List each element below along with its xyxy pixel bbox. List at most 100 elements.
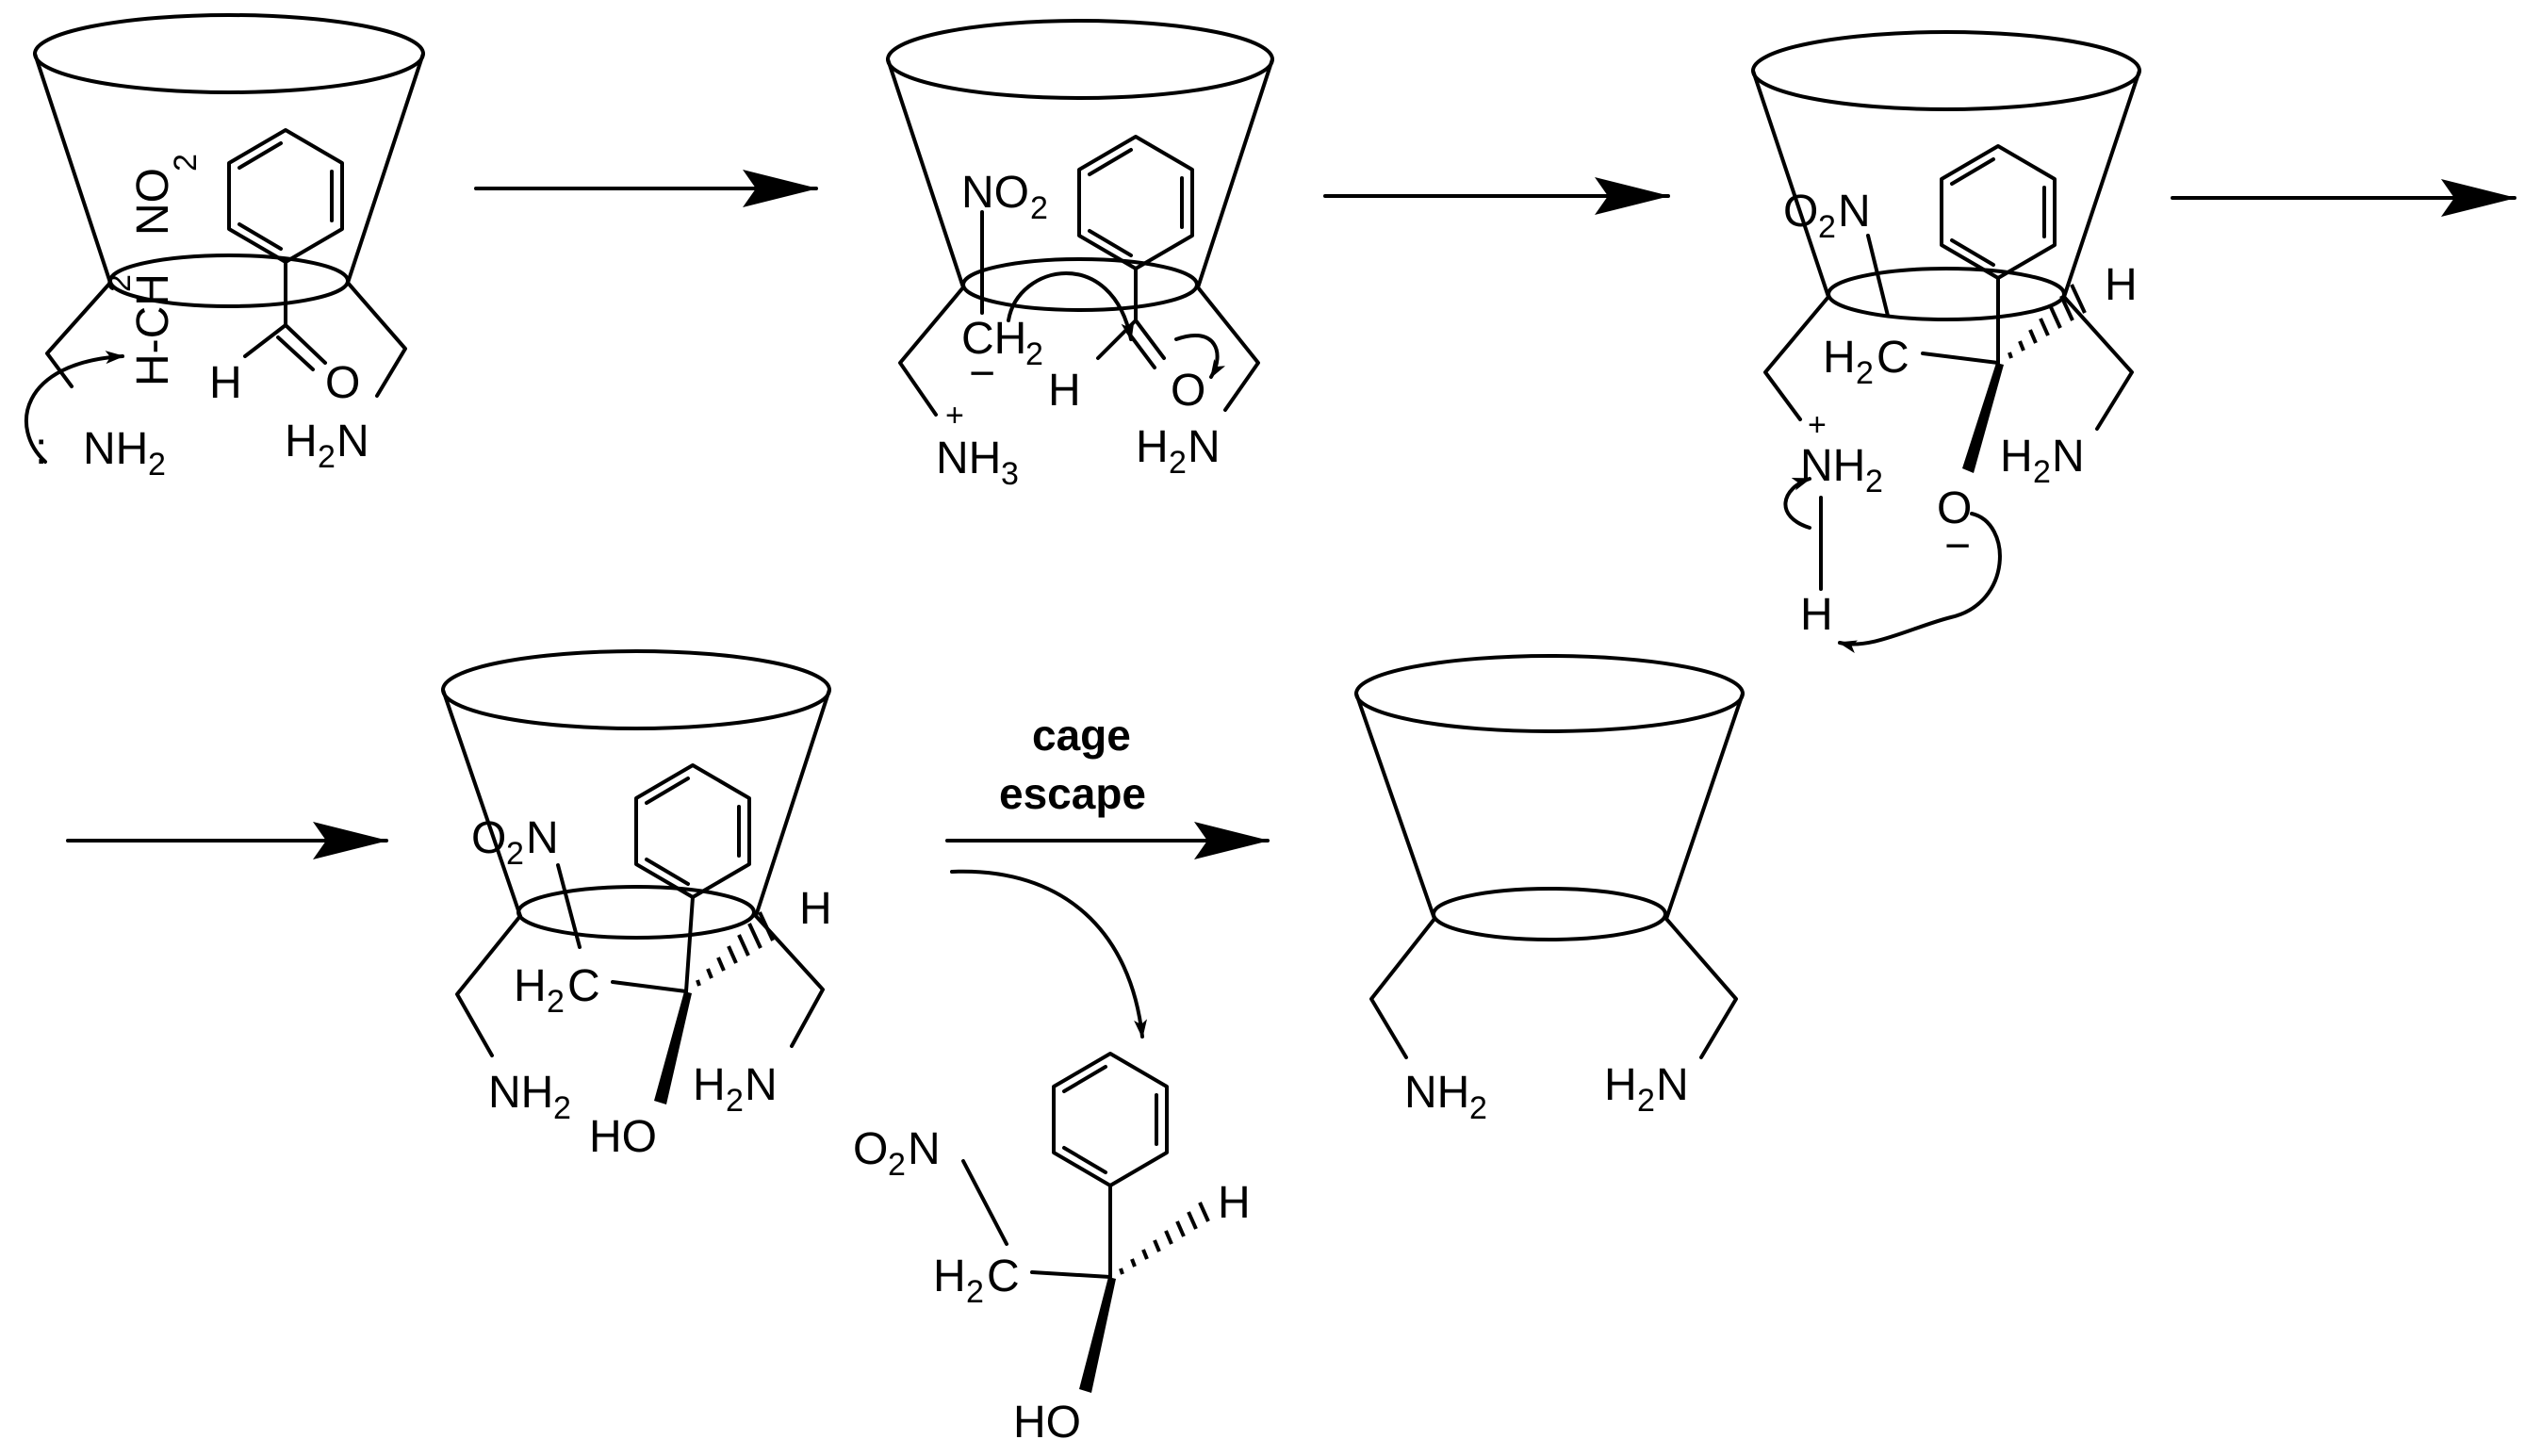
benzene-ring-3 xyxy=(1940,144,2057,280)
svg-text:N: N xyxy=(526,813,559,863)
structure-4: O 2 N H 2 C H NH 2 H 2 N HO xyxy=(441,649,832,1162)
curved-arrow-3b xyxy=(1838,512,2002,654)
label-o: O xyxy=(325,358,360,408)
bold-wedge-4 xyxy=(654,991,692,1104)
label-ch2-2: CH 2 − xyxy=(961,314,1043,399)
svg-text:+: + xyxy=(945,398,964,434)
benzene-ring-product xyxy=(1052,1052,1169,1187)
label-h: H xyxy=(1218,1178,1251,1228)
label-o2n-4: O 2 N xyxy=(471,813,559,872)
label-h: H xyxy=(209,358,242,408)
svg-text:C: C xyxy=(987,1252,1020,1301)
svg-text:H: H xyxy=(693,1060,726,1110)
svg-text:−: − xyxy=(1944,521,1971,571)
svg-text:O: O xyxy=(471,813,506,863)
structure-3: O 2 N H 2 C H + NH 2 H 2 N O − H xyxy=(1751,30,2141,654)
svg-text:2: 2 xyxy=(1030,190,1048,226)
label-ho: HO xyxy=(1013,1398,1081,1448)
label-h: H xyxy=(799,884,832,934)
svg-text:N: N xyxy=(908,1124,941,1174)
cyclodextrin-cage-3 xyxy=(1751,30,2141,321)
benzene-ring-2 xyxy=(1077,135,1194,270)
label-h: H xyxy=(2105,260,2138,310)
svg-text:H: H xyxy=(514,961,547,1011)
curved-arrow-2a xyxy=(1007,271,1135,341)
label-h2n-3: H 2 N xyxy=(2000,432,2085,490)
svg-text:C: C xyxy=(1877,333,1909,383)
curved-arrow-3a xyxy=(1783,477,1811,530)
label-nh2-1: : NH 2 xyxy=(35,424,166,483)
curved-arrow-escape xyxy=(950,869,1147,1039)
svg-text:2: 2 xyxy=(888,1147,906,1183)
svg-text:N: N xyxy=(336,417,369,466)
svg-text:CH: CH xyxy=(961,314,1026,364)
svg-text:NH: NH xyxy=(83,424,148,474)
label-h2n-5: H 2 N xyxy=(1604,1060,1689,1119)
svg-text:O: O xyxy=(1937,483,1972,533)
svg-text:2: 2 xyxy=(1469,1090,1487,1126)
label-no2-2: NO 2 xyxy=(961,168,1048,226)
svg-text:2: 2 xyxy=(168,154,204,172)
svg-text:H: H xyxy=(1604,1060,1637,1110)
cage-escape-arrow: cage escape xyxy=(945,711,1270,1039)
svg-text:H: H xyxy=(933,1252,966,1301)
svg-text:NH: NH xyxy=(488,1068,553,1118)
svg-text:2: 2 xyxy=(148,447,166,483)
label-h2n-1: H 2 N xyxy=(285,417,369,475)
svg-text:2: 2 xyxy=(1818,209,1836,245)
svg-text:2: 2 xyxy=(1856,355,1874,391)
label-o2n-product: O 2 N xyxy=(853,1124,941,1183)
svg-text:2: 2 xyxy=(1637,1083,1655,1119)
product-nitroalcohol: O 2 N H 2 C H HO xyxy=(853,1052,1251,1448)
svg-text:−: − xyxy=(969,349,995,399)
svg-text:2: 2 xyxy=(2033,454,2051,490)
bold-wedge-3 xyxy=(1962,363,2004,473)
label-h2n-4: H 2 N xyxy=(693,1060,778,1119)
svg-text:N: N xyxy=(2052,432,2085,482)
svg-text:+: + xyxy=(1808,407,1827,443)
svg-text:2: 2 xyxy=(318,439,336,475)
svg-text:NH: NH xyxy=(936,434,1001,483)
benzene-ring-4 xyxy=(634,763,751,899)
svg-text:N: N xyxy=(1838,187,1871,237)
label-h: H xyxy=(1800,590,1833,640)
svg-text:H: H xyxy=(1136,422,1169,472)
svg-text:2: 2 xyxy=(102,274,138,292)
cage-escape-label-line1: cage xyxy=(1032,711,1131,760)
label-ho: HO xyxy=(589,1112,657,1162)
svg-text:O: O xyxy=(853,1124,888,1174)
label-o2n-3: O 2 N xyxy=(1783,187,1871,245)
svg-text:2: 2 xyxy=(1025,336,1043,372)
label-alkoxide-3: O − xyxy=(1937,483,1972,571)
label-o: O xyxy=(1171,366,1205,416)
curved-arrow-1 xyxy=(25,351,124,464)
bold-wedge-product xyxy=(1079,1277,1116,1393)
cyclodextrin-cage-1 xyxy=(33,13,425,308)
svg-text:2: 2 xyxy=(966,1274,984,1310)
label-h2c-4: H 2 C xyxy=(514,961,600,1020)
svg-text:2: 2 xyxy=(506,836,524,872)
hashed-wedge-4 xyxy=(696,911,775,987)
cyclodextrin-cage-5 xyxy=(1354,654,1745,941)
svg-text:H: H xyxy=(285,417,318,466)
svg-text:2: 2 xyxy=(1169,445,1187,481)
cyclodextrin-cage-4 xyxy=(441,649,831,940)
svg-text:2: 2 xyxy=(1865,464,1883,499)
svg-text:NO: NO xyxy=(961,168,1029,218)
label-h2n-2: H 2 N xyxy=(1136,422,1221,481)
svg-text:NO: NO xyxy=(128,168,178,236)
label-nh2-plus-3: + NH 2 xyxy=(1800,407,1883,499)
label-nh3-2: + NH 3 xyxy=(936,398,1019,492)
label-nh2-5: NH 2 xyxy=(1404,1068,1487,1126)
svg-text:H: H xyxy=(1823,333,1856,383)
cyclodextrin-cage-2 xyxy=(886,19,1274,312)
curved-arrow-2b xyxy=(1174,333,1226,379)
svg-text:NH: NH xyxy=(1404,1068,1469,1118)
svg-text:H-CH: H-CH xyxy=(128,273,178,386)
svg-text:2: 2 xyxy=(547,984,565,1020)
benzene-ring-1 xyxy=(227,128,344,264)
svg-text:O: O xyxy=(1783,187,1818,237)
label-h: H xyxy=(1048,366,1081,416)
structure-1: H O H-CH 2 NO 2 : NH 2 H 2 N xyxy=(25,13,425,483)
